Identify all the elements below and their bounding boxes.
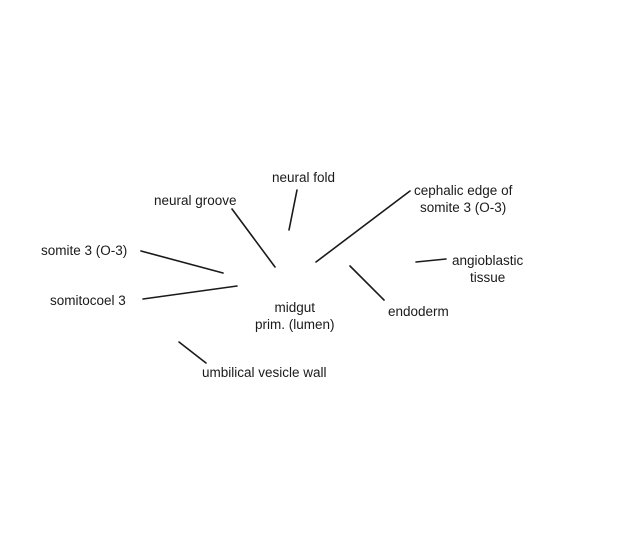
label-endoderm: endoderm — [388, 304, 449, 319]
leader-cephalic-edge — [315, 190, 411, 263]
label-neural-groove: neural groove — [154, 193, 237, 208]
label-cephalic-edge-line-2: somite 3 (O-3) — [420, 200, 507, 215]
label-midgut: midgut prim. (lumen) — [255, 299, 335, 333]
leader-angioblastic — [415, 258, 447, 263]
leader-somitocoel-3 — [142, 285, 238, 300]
label-angioblastic-line-2: tissue — [470, 270, 506, 285]
label-midgut-line-1: midgut — [274, 300, 316, 315]
label-angioblastic: angioblastic tissue — [452, 252, 523, 286]
label-neural-fold: neural fold — [272, 170, 336, 185]
leader-endoderm — [349, 265, 385, 301]
label-cephalic-edge-line-1: cephalic edge of — [414, 183, 513, 198]
label-somite-3: somite 3 (O-3) — [41, 243, 128, 258]
leader-somite-3 — [140, 250, 224, 274]
leader-neural-groove — [231, 208, 276, 268]
label-somitocoel-3: somitocoel 3 — [50, 293, 126, 308]
leader-umbilical — [178, 341, 207, 364]
label-angioblastic-line-1: angioblastic — [452, 253, 524, 268]
label-cephalic-edge: cephalic edge of somite 3 (O-3) — [414, 182, 512, 216]
label-umbilical-vesicle-wall: umbilical vesicle wall — [202, 365, 327, 380]
label-midgut-line-2: prim. (lumen) — [255, 317, 335, 332]
leader-neural-fold — [288, 189, 298, 231]
